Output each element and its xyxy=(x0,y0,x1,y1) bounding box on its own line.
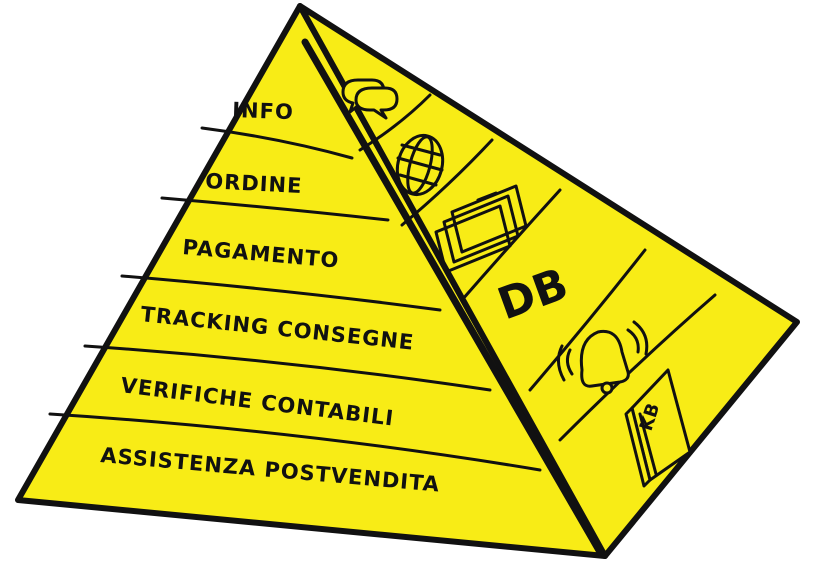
level-divider xyxy=(83,344,492,392)
segment-divider xyxy=(358,93,432,152)
documents-icon xyxy=(434,184,528,274)
segment-divider xyxy=(400,138,494,227)
knowledge-book-icon xyxy=(624,368,692,488)
level-label-info: INFO xyxy=(232,98,294,124)
level-divider xyxy=(48,412,542,472)
level-divider xyxy=(160,196,390,222)
chat-bubbles-icon xyxy=(341,78,399,120)
globe-icon xyxy=(395,133,445,197)
segment-divider xyxy=(558,293,717,442)
front-dividers xyxy=(48,126,542,472)
level-divider xyxy=(200,126,354,160)
bell-icon xyxy=(557,320,649,395)
level-label-ordine: ORDINE xyxy=(205,169,303,198)
level-divider xyxy=(120,274,442,312)
pyramid-ridge xyxy=(301,38,604,556)
segment-divider xyxy=(528,248,647,392)
